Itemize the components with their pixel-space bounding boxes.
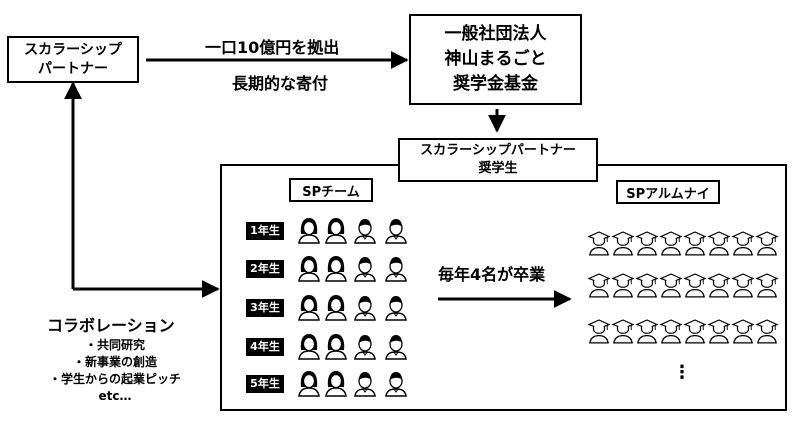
graduate-icon <box>731 273 755 298</box>
grade-label: 1年生 <box>246 222 284 240</box>
graduation-label: 毎年4名が卒業 <box>438 265 546 284</box>
graduate-icon <box>659 319 683 344</box>
female-student-icon <box>298 334 320 360</box>
male-student-icon <box>385 219 407 244</box>
foundation-line1: 一般社団法人 <box>444 24 547 44</box>
collaboration-item: etc… <box>98 389 132 403</box>
scholarship-partner-line1: スカラーシップ <box>24 41 122 58</box>
graduate-icon <box>731 231 755 256</box>
grade-label: 3年生 <box>246 299 284 317</box>
male-student-icon <box>385 296 407 321</box>
female-student-icon <box>298 256 320 282</box>
male-student-icon <box>385 257 407 282</box>
grade-label: 5年生 <box>246 375 284 393</box>
donation-term-label: 長期的な寄付 <box>232 74 329 93</box>
female-student-icon <box>298 371 320 397</box>
male-student-icon <box>354 372 376 397</box>
graduate-icon <box>755 231 779 256</box>
students-title-line1: スカラーシップパートナー <box>420 143 576 158</box>
collaboration-list: ・共同研究 ・新事業の創造 ・学生からの起業ピッチ etc… <box>30 337 200 405</box>
graduate-icon <box>659 231 683 256</box>
collaboration-item: ・共同研究 <box>84 338 145 352</box>
male-student-icon <box>354 296 376 321</box>
grade-label: 4年生 <box>246 338 284 356</box>
female-student-icon <box>325 218 347 244</box>
graduate-icon <box>707 231 731 256</box>
graduate-icon <box>731 319 755 344</box>
students-title-box: スカラーシップパートナー 奨学生 <box>398 138 598 182</box>
graduate-icon <box>587 273 611 298</box>
graduate-icon <box>611 231 635 256</box>
grade-label: 2年生 <box>246 260 284 278</box>
graduate-icon <box>635 319 659 344</box>
graduate-icon <box>611 273 635 298</box>
female-student-icon <box>325 334 347 360</box>
graduate-icon <box>755 273 779 298</box>
graduate-icon <box>683 319 707 344</box>
sp-team-title-box: SPチーム <box>289 178 373 202</box>
foundation-line2: 神山まるごと <box>444 49 547 69</box>
graduate-icon <box>659 273 683 298</box>
graduate-icon <box>587 231 611 256</box>
graduate-icon <box>683 273 707 298</box>
graduate-icon <box>635 231 659 256</box>
sp-alumni-title: SPアルムナイ <box>626 186 710 202</box>
collaboration-item: ・新事業の創造 <box>72 355 157 369</box>
collaboration-title: コラボレーション <box>47 316 175 335</box>
graduate-icon <box>611 319 635 344</box>
foundation-box: 一般社団法人 神山まるごと 奨学金基金 <box>409 14 582 105</box>
male-student-icon <box>354 219 376 244</box>
alumni-ellipsis: ⋮ <box>673 362 691 383</box>
collaboration-item: ・学生からの起業ピッチ <box>48 372 181 386</box>
graduate-icon <box>635 273 659 298</box>
male-student-icon <box>354 335 376 360</box>
graduate-icon <box>707 273 731 298</box>
female-student-icon <box>325 295 347 321</box>
male-student-icon <box>354 257 376 282</box>
scholarship-partner-line2: パートナー <box>38 60 108 77</box>
scholarship-partner-box: スカラーシップ パートナー <box>7 36 139 83</box>
graduate-icon <box>755 319 779 344</box>
female-student-icon <box>325 256 347 282</box>
male-student-icon <box>385 335 407 360</box>
male-student-icon <box>385 372 407 397</box>
female-student-icon <box>298 295 320 321</box>
donation-amount-label: 一口10億円を拠出 <box>205 38 340 57</box>
sp-team-title: SPチーム <box>302 184 360 200</box>
foundation-line3: 奨学金基金 <box>453 74 538 94</box>
female-student-icon <box>325 371 347 397</box>
graduate-icon <box>707 319 731 344</box>
students-title-line2: 奨学生 <box>478 161 518 176</box>
graduate-icon <box>683 231 707 256</box>
graduate-icon <box>587 319 611 344</box>
sp-alumni-title-box: SPアルムナイ <box>616 180 720 204</box>
female-student-icon <box>298 218 320 244</box>
